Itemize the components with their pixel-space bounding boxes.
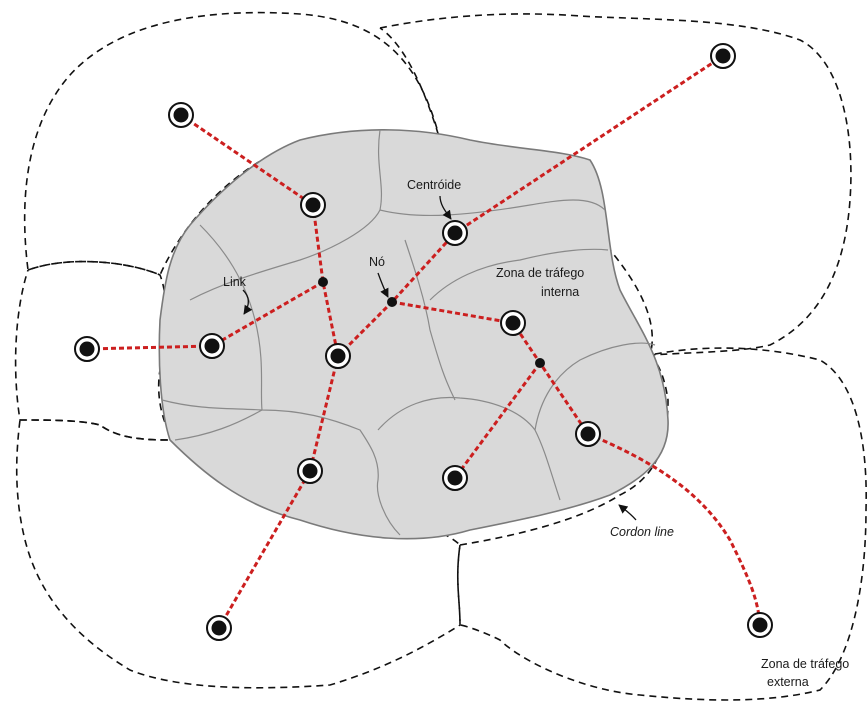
cordon-line-label: Cordon line xyxy=(610,525,674,539)
link-segment xyxy=(311,204,340,357)
nodes xyxy=(318,277,545,368)
centroid-icon xyxy=(575,421,601,447)
centroid-icon xyxy=(199,333,225,359)
centroid-icon xyxy=(206,615,232,641)
annotation-arrows xyxy=(242,195,637,521)
node-icon xyxy=(318,277,328,287)
link-arrow xyxy=(242,289,253,315)
centroid-icon xyxy=(297,458,323,484)
link-segment xyxy=(391,300,590,435)
node-label: Nó xyxy=(369,255,385,269)
centroid-icon xyxy=(74,336,100,362)
cordon-line xyxy=(158,129,669,540)
centroid-icon xyxy=(168,102,194,128)
node-icon xyxy=(387,297,397,307)
node-arrow xyxy=(377,272,389,298)
link-segment xyxy=(336,54,724,358)
centroid-icon xyxy=(442,220,468,246)
external-zone-label-line2: externa xyxy=(767,675,809,689)
labels: Centróide Nó Link Zona de tráfego intern… xyxy=(223,178,849,689)
external-zone-south-west xyxy=(15,419,461,689)
centroid-icon xyxy=(500,310,526,336)
links xyxy=(86,54,762,629)
link-segment xyxy=(211,280,324,348)
centroid-label: Centróide xyxy=(407,178,461,192)
link-segment xyxy=(587,432,762,626)
cordon-line-arrow xyxy=(618,504,637,521)
centroid-arrow xyxy=(439,195,452,220)
centroid-icon xyxy=(710,43,736,69)
link-segment xyxy=(180,113,314,207)
centroids xyxy=(74,43,773,641)
internal-zone-divisions xyxy=(161,129,656,536)
internal-zone-label-line1: Zona de tráfego xyxy=(496,266,584,280)
external-zone-label-line1: Zona de tráfego xyxy=(761,657,849,671)
centroid-icon xyxy=(747,612,773,638)
internal-zone-area xyxy=(158,129,669,540)
centroid-icon xyxy=(300,192,326,218)
link-label: Link xyxy=(223,275,247,289)
internal-zone-label-line2: interna xyxy=(541,285,579,299)
centroid-icon xyxy=(325,343,351,369)
centroid-icon xyxy=(442,465,468,491)
link-segment xyxy=(86,344,213,351)
node-icon xyxy=(535,358,545,368)
